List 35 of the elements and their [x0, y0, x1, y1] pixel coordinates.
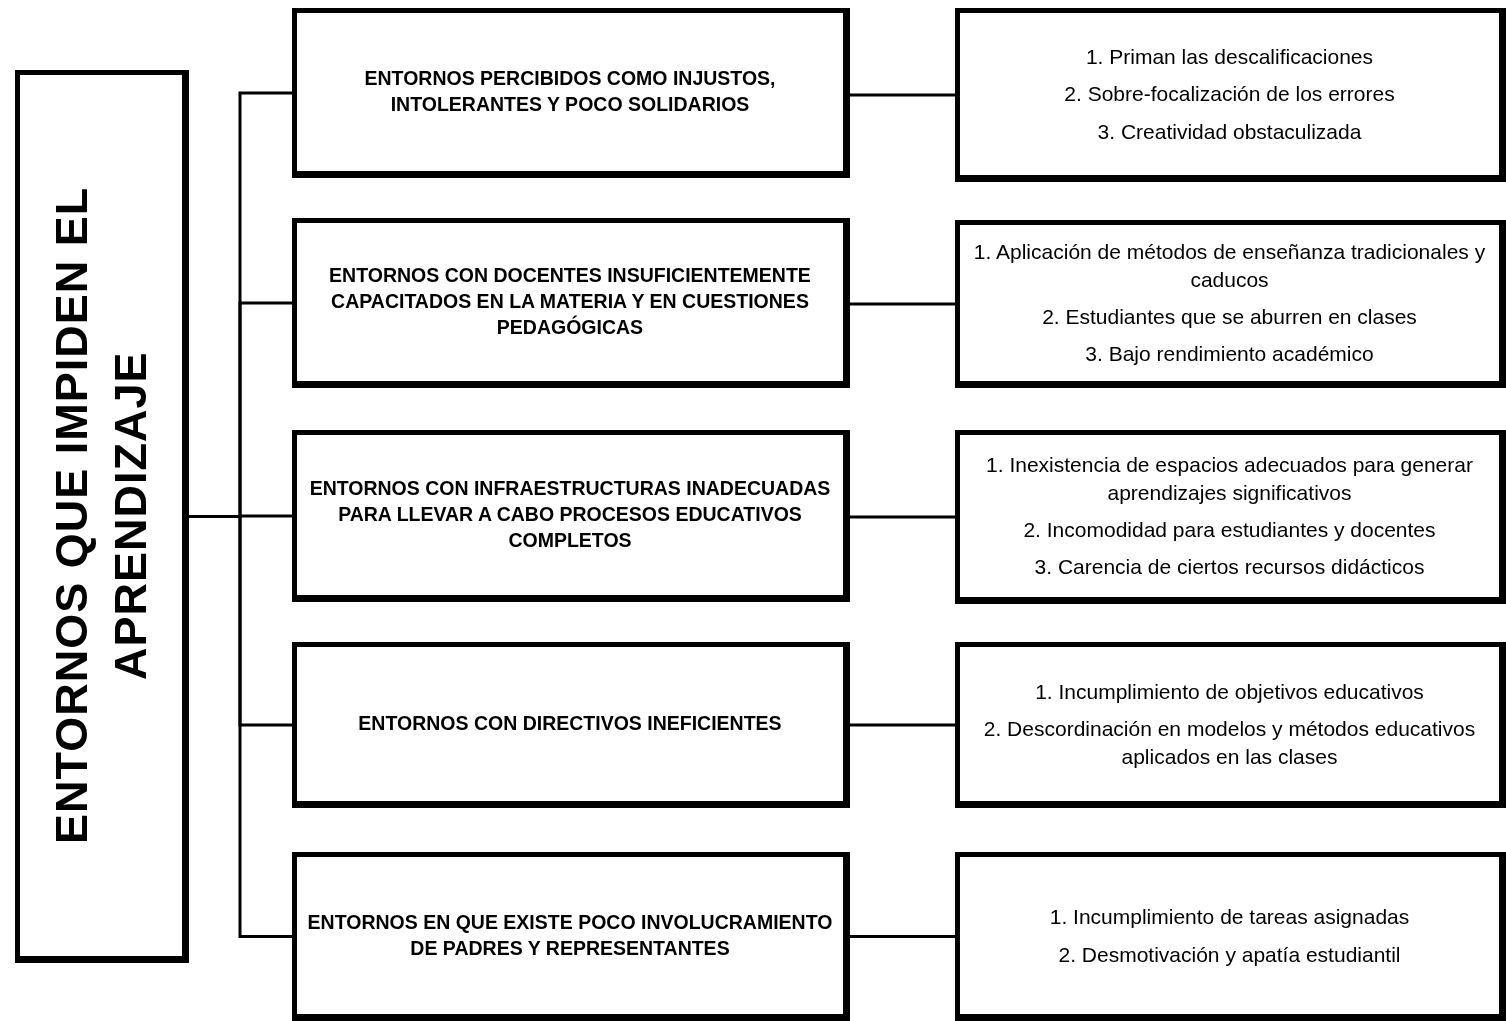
- category-box: [292, 8, 850, 178]
- effects-box: [955, 430, 1506, 604]
- effect-item: 3. Carencia de ciertos recursos didácticos: [1034, 554, 1425, 581]
- effect-item: 2. Incomodidad para estudiantes y docentes: [1023, 517, 1436, 543]
- effects-box: [955, 642, 1506, 808]
- category-box: [292, 642, 850, 808]
- category-box: [292, 218, 850, 388]
- category-text: ENTORNOS CON DIRECTIVOS INEFICIENTES: [358, 711, 782, 737]
- connector-line: [850, 935, 955, 938]
- effects-box: [955, 220, 1506, 388]
- connector-line: [850, 93, 955, 97]
- category-text: ENTORNOS PERCIBIDOS COMO INJUSTOS, INTOLERANTES Y POCO SOLIDARIOS: [363, 66, 777, 117]
- category-text: ENTORNOS EN QUE EXISTE POCO INVOLUCRAMIENTO DE PADRES Y REPRESENTANTES: [307, 909, 833, 961]
- effect-item: 1. Incumplimiento de tareas asignadas: [1049, 904, 1410, 931]
- effect-item: 2. Sobre-focalización de los errores: [1064, 81, 1395, 108]
- effects-box: [955, 8, 1506, 182]
- connector-line: [850, 515, 955, 519]
- effect-item: 1. Aplicación de métodos de enseñanza tradicionales y caducos: [972, 239, 1487, 293]
- category-text: ENTORNOS CON INFRAESTRUCTURAS INADECUADAS PARA LLEVAR A CABO PROCESOS EDUCATIVOS COMPLETOS: [308, 476, 832, 553]
- category-text: ENTORNOS CON DOCENTES INSUFICIENTEMENTE CAPACITADOS EN LA MATERIA Y EN CUESTIONES PEDAGÓGICAS: [328, 263, 812, 340]
- effect-item: 2. Descordinación en modelos y métodos educativos aplicados en las clases: [982, 716, 1477, 770]
- effect-item: 1. Inexistencia de espacios adecuados para generar aprendizajes significativos: [985, 452, 1474, 506]
- category-box: [292, 430, 850, 602]
- effect-item: 3. Bajo rendimiento académico: [1085, 341, 1374, 368]
- title-box: [15, 70, 189, 963]
- effect-item: 1. Priman las descalificaciones: [1085, 44, 1374, 71]
- effect-item: 2. Desmotivación y apatía estudiantil: [1058, 941, 1401, 968]
- category-box: [292, 852, 850, 1021]
- effects-box: [955, 852, 1506, 1021]
- vertical-title: ENTORNOS QUE IMPIDEN EL APRENDIZAJE: [44, 185, 156, 847]
- effect-item: 3. Creatividad obstaculizada: [1097, 118, 1362, 145]
- effect-item: 1. Incumplimiento de objetivos educativos: [1035, 679, 1424, 706]
- connector-line: [850, 723, 955, 727]
- connector-line: [850, 302, 955, 306]
- effect-item: 2. Estudiantes que se aburren en clases: [1042, 304, 1417, 330]
